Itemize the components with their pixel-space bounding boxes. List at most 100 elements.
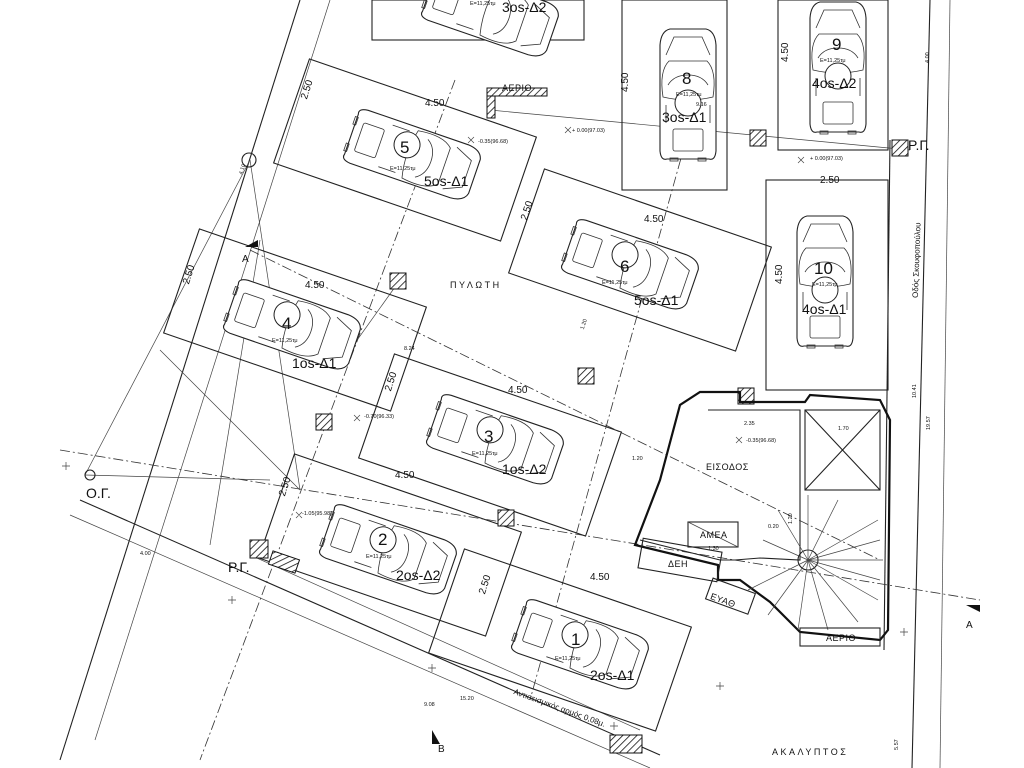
space-label: 1os-Δ1 (292, 355, 337, 371)
section-a-right-label: Α (966, 620, 973, 631)
dimension: 2.50 (519, 199, 536, 221)
space-number: 6 (620, 257, 629, 276)
space-label: 3os-Δ2 (502, 0, 547, 15)
dimension: 4.50 (425, 98, 445, 109)
dimension: 19.57 (926, 416, 932, 430)
parking-space-6 (557, 216, 703, 314)
parking-space-1 (507, 596, 653, 694)
level-mark: -0.70(96.33) (364, 414, 394, 420)
dimension: 2.50 (181, 263, 198, 285)
dimension: 2.50 (477, 573, 494, 595)
space-number: 9 (832, 35, 841, 54)
dimension: 1.20 (632, 456, 643, 462)
space-label: 1os-Δ2 (502, 461, 547, 477)
deh-label: ΔΕΗ (668, 559, 688, 569)
dimension: 10.41 (912, 384, 918, 398)
section-a-left-label: Α (242, 254, 249, 265)
space-area: E=11,25τμ (602, 280, 628, 286)
parking-space-4 (219, 276, 365, 374)
dimension: 1.30 (708, 546, 719, 552)
space-label: 4os-Δ2 (812, 75, 857, 91)
space-number: 4 (282, 314, 291, 333)
parking-bays (162, 0, 889, 732)
dimension: 4.50 (305, 280, 325, 291)
akalyptos-label: ΑΚΑΛΥΠΤΟΣ (772, 747, 848, 757)
eyath-label: ΕΥΑΘ (709, 591, 737, 609)
space-number: 8 (682, 69, 691, 88)
rg-left-label: Ρ.Γ. (228, 559, 250, 575)
road-label: Οδός Σκουφοπούλου (911, 222, 923, 298)
level-mark: + 0.00(97.03) (572, 128, 605, 134)
parking-space-8 (659, 28, 717, 162)
section-markers (245, 240, 980, 744)
level-mark: -1.05(95.98) (302, 511, 332, 517)
dimension-ticks (62, 126, 908, 730)
aerio-top-label: ΑΕΡΙΟ (502, 83, 532, 93)
dimension: 15.20 (460, 696, 474, 702)
space-area: E=11,25τμ (812, 282, 838, 288)
space-area: E=11,25τμ (472, 451, 498, 457)
amea-label: ΑΜΕΑ (700, 530, 728, 540)
seismic-joint-label: Αντισεισμικός αρμός 0,08μ. (512, 687, 606, 729)
level-mark: -0.35(96.68) (478, 139, 508, 145)
dimension: 4.50 (395, 470, 415, 481)
dimension: 2.50 (277, 475, 294, 497)
dimension: 5.57 (894, 739, 900, 750)
dimension: 4.10 (238, 163, 247, 175)
dimension: 9.08 (424, 702, 435, 708)
rg-right-label: Ρ.Γ. (908, 137, 930, 153)
space-number: 1 (571, 630, 580, 649)
dimension: 9.16 (696, 102, 707, 108)
parking-space-5 (339, 106, 485, 204)
dimension: 0.20 (768, 524, 779, 530)
dimension: 4.50 (644, 214, 664, 225)
space-labels: 1 2os-Δ1 E=11,25τμ 2 2os-Δ2 E=11,25τμ 3 … (272, 0, 857, 683)
space-label: 5os-Δ1 (424, 173, 469, 189)
space-area: E=11,25τμ (470, 1, 496, 7)
level-annotations: + 0.00(97.03) + 0.00(97.03) -0.35(96.68)… (302, 128, 843, 517)
space-area: E=11,25τμ (366, 554, 392, 560)
dimension: 4.50 (774, 264, 785, 284)
eisodos-label: ΕΙΣΟΔΟΣ (706, 462, 749, 472)
dimension: 2.50 (820, 175, 840, 186)
dimension: 1.70 (838, 426, 849, 432)
og-label: Ο.Γ. (86, 485, 111, 501)
parking-space-10 (796, 215, 854, 349)
dimension: 1.20 (580, 318, 589, 330)
space-label: 2os-Δ2 (396, 567, 441, 583)
dimension: 4.50 (508, 385, 528, 396)
columns (249, 87, 909, 754)
section-b-label: Β (438, 744, 445, 755)
parking-space-3 (422, 391, 568, 489)
space-area: E=11,25τμ (390, 166, 416, 172)
aerio-bottom-label: ΑΕΡΙΟ (826, 633, 856, 643)
space-area: E=11,25τμ (820, 58, 846, 64)
level-mark: + 0.00(97.03) (810, 156, 843, 162)
space-label: 3os-Δ1 (662, 109, 707, 125)
space-number: 3 (484, 427, 493, 446)
level-mark: -0.35(96.68) (746, 438, 776, 444)
space-area: E=11,25τμ (272, 338, 298, 344)
dimension: 1.20 (788, 513, 794, 524)
space-number: 10 (814, 259, 833, 278)
space-number: 2 (378, 530, 387, 549)
space-label: 4os-Δ1 (802, 301, 847, 317)
dimension: 4.50 (780, 42, 791, 62)
parking-space-9 (809, 1, 867, 135)
stair-core (84, 152, 892, 647)
space-label: 2os-Δ1 (590, 667, 635, 683)
space-number: 5 (400, 138, 409, 157)
dimension: 4.50 (620, 72, 631, 92)
dimension: 2.50 (383, 370, 400, 392)
space-number-circle (561, 621, 589, 649)
dimension: 4.50 (590, 572, 610, 583)
parking-space-2 (315, 501, 461, 599)
dimension: 2.35 (744, 421, 755, 427)
space-area: E=11,25τμ (555, 656, 581, 662)
pylothi-label: ΠΥΛΩΤΗ (450, 280, 502, 290)
dimension: 8.24 (404, 346, 415, 352)
space-area: E=11,25τμ (676, 92, 702, 98)
space-label: 5os-Δ1 (634, 292, 679, 308)
dimension: 4.00 (925, 52, 931, 63)
